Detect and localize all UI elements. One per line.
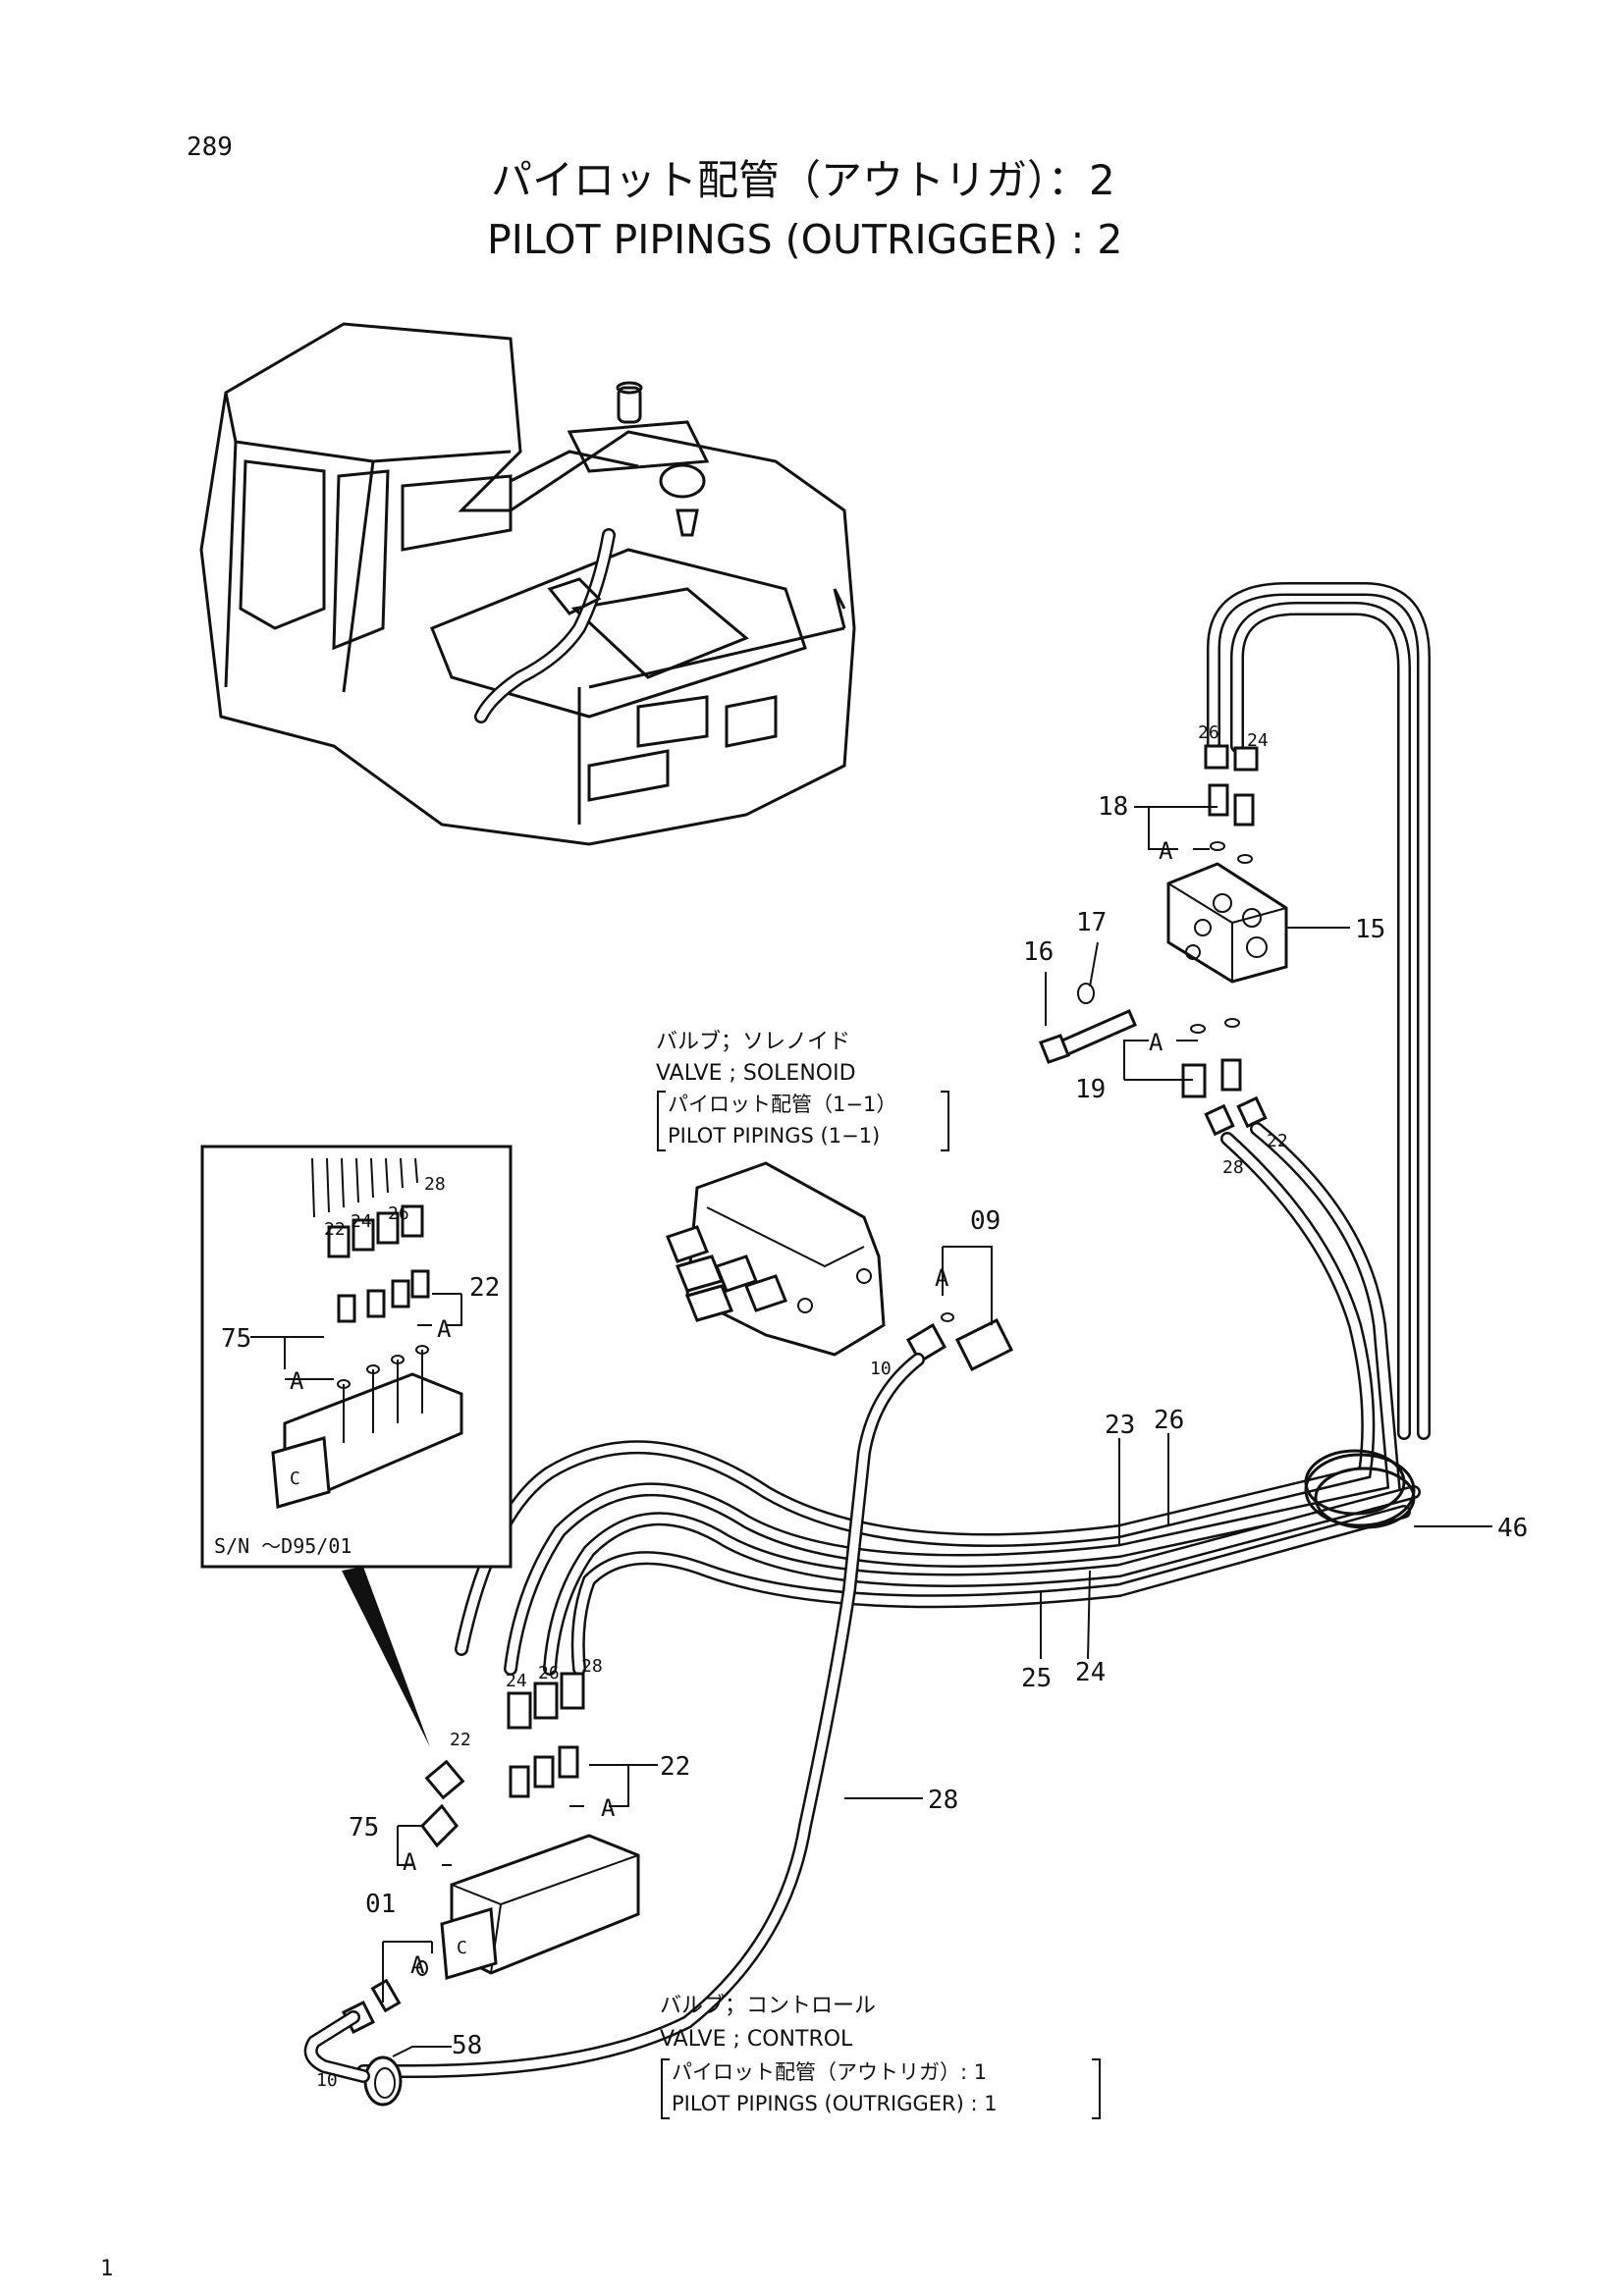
- svg-text:C: C: [457, 1938, 467, 1958]
- callout-22: 22: [1267, 1131, 1288, 1151]
- hose-clamp-46: [1304, 1449, 1416, 1529]
- bolt-16: [1039, 1009, 1137, 1064]
- callout-28: 28: [1222, 1157, 1244, 1178]
- main-hose-bundle: [455, 1122, 1421, 1676]
- solenoid-valve: [666, 1161, 886, 1357]
- callout-10: 10: [316, 2070, 338, 2091]
- callout-10: 10: [870, 1359, 892, 1379]
- callout-19: 19: [1075, 1075, 1106, 1104]
- callout-75: 75: [221, 1324, 251, 1354]
- title-japanese: パイロット配管（アウトリガ）：2: [491, 156, 1115, 204]
- leader-lines: [250, 806, 1492, 2057]
- callout-01: 01: [365, 1890, 396, 1919]
- callout-22: 22: [450, 1730, 471, 1750]
- callout-46: 46: [1497, 1514, 1528, 1543]
- callout-a: A: [1159, 837, 1173, 865]
- washer-17: [1077, 983, 1095, 1004]
- hose-28: [356, 1353, 925, 2078]
- callout-58: 58: [452, 2031, 482, 2060]
- title-english: PILOT PIPINGS (OUTRIGGER) : 2: [487, 216, 1122, 263]
- callout-24: 24: [1075, 1658, 1106, 1687]
- callout-16: 16: [1023, 937, 1054, 967]
- bracket-left: [657, 1091, 666, 1151]
- callout-25: 25: [1021, 1664, 1052, 1693]
- callout-17: 17: [1076, 908, 1107, 937]
- callout-24: 24: [506, 1671, 527, 1691]
- hose-clamp-58: [303, 2010, 403, 2107]
- solenoid-label-jp: バルブ；ソレノイド: [656, 1030, 850, 1054]
- solenoid-label: バルブ；ソレノイド VALVE ; SOLENOID パイロット配管（1−1） …: [656, 1030, 949, 1151]
- callout-26: 26: [1154, 1406, 1184, 1435]
- callout-24: 24: [1247, 730, 1269, 751]
- callout-a: A: [437, 1315, 452, 1343]
- bracket-left: [661, 2058, 670, 2119]
- callout-28: 28: [424, 1174, 446, 1195]
- callout-a: A: [1149, 1029, 1163, 1056]
- excavator-sketch: [199, 322, 856, 846]
- callout-28: 28: [581, 1656, 603, 1677]
- callout-22: 22: [324, 1219, 346, 1240]
- control-valve: C: [440, 1834, 640, 1980]
- inset-box: C: [200, 1145, 513, 1569]
- hose-loop: [1207, 582, 1431, 1440]
- bracket-right: [1092, 2058, 1101, 2119]
- callout-09: 09: [970, 1206, 1001, 1236]
- callout-18: 18: [1098, 792, 1128, 822]
- control-label-en: VALVE ; CONTROL: [660, 2027, 853, 2052]
- adapter-fittings-19: [1181, 1018, 1268, 1137]
- bracket-right: [941, 1091, 949, 1151]
- callout-26: 26: [1198, 722, 1219, 743]
- inset-pointer: [342, 1567, 430, 1747]
- callout-26: 26: [388, 1203, 409, 1224]
- solenoid-ref-jp: パイロット配管（1−1）: [668, 1093, 896, 1116]
- manifold-block: [1166, 862, 1288, 984]
- control-label: バルブ；コントロール VALVE ; CONTROL パイロット配管（アウトリガ…: [660, 1994, 1101, 2119]
- fittings-22-control: [420, 1672, 585, 1848]
- control-label-jp: バルブ；コントロール: [660, 1994, 876, 2018]
- callout-22: 22: [660, 1752, 690, 1782]
- adapter-fittings-18: [1204, 744, 1259, 864]
- callout-a: A: [935, 1264, 949, 1292]
- callout-75: 75: [349, 1813, 379, 1842]
- callout-a: A: [403, 1848, 417, 1876]
- callout-a: A: [410, 1951, 425, 1979]
- solenoid-ref-en: PILOT PIPINGS (1−1): [668, 1124, 880, 1148]
- callout-26: 26: [538, 1663, 560, 1683]
- page-number: 289: [187, 133, 233, 162]
- callout-a: A: [290, 1367, 304, 1395]
- inset-serial-range: S/N ～D95/01: [214, 1534, 352, 1558]
- callout-24: 24: [351, 1211, 372, 1232]
- callout-a: A: [601, 1794, 616, 1822]
- control-ref-en: PILOT PIPINGS (OUTRIGGER) : 1: [672, 2092, 998, 2115]
- callout-22: 22: [469, 1273, 500, 1303]
- callout-23: 23: [1105, 1411, 1135, 1440]
- callout-28: 28: [928, 1786, 958, 1815]
- corner-mark: 1: [100, 2257, 113, 2281]
- solenoid-label-en: VALVE ; SOLENOID: [656, 1061, 856, 1086]
- callout-15: 15: [1355, 915, 1385, 944]
- svg-text:C: C: [290, 1468, 300, 1489]
- control-ref-jp: パイロット配管（アウトリガ）: 1: [672, 2060, 987, 2084]
- callouts: 26 24 18 A 17 15 16 A 19 28 22 09 A 10 2…: [214, 722, 1528, 2091]
